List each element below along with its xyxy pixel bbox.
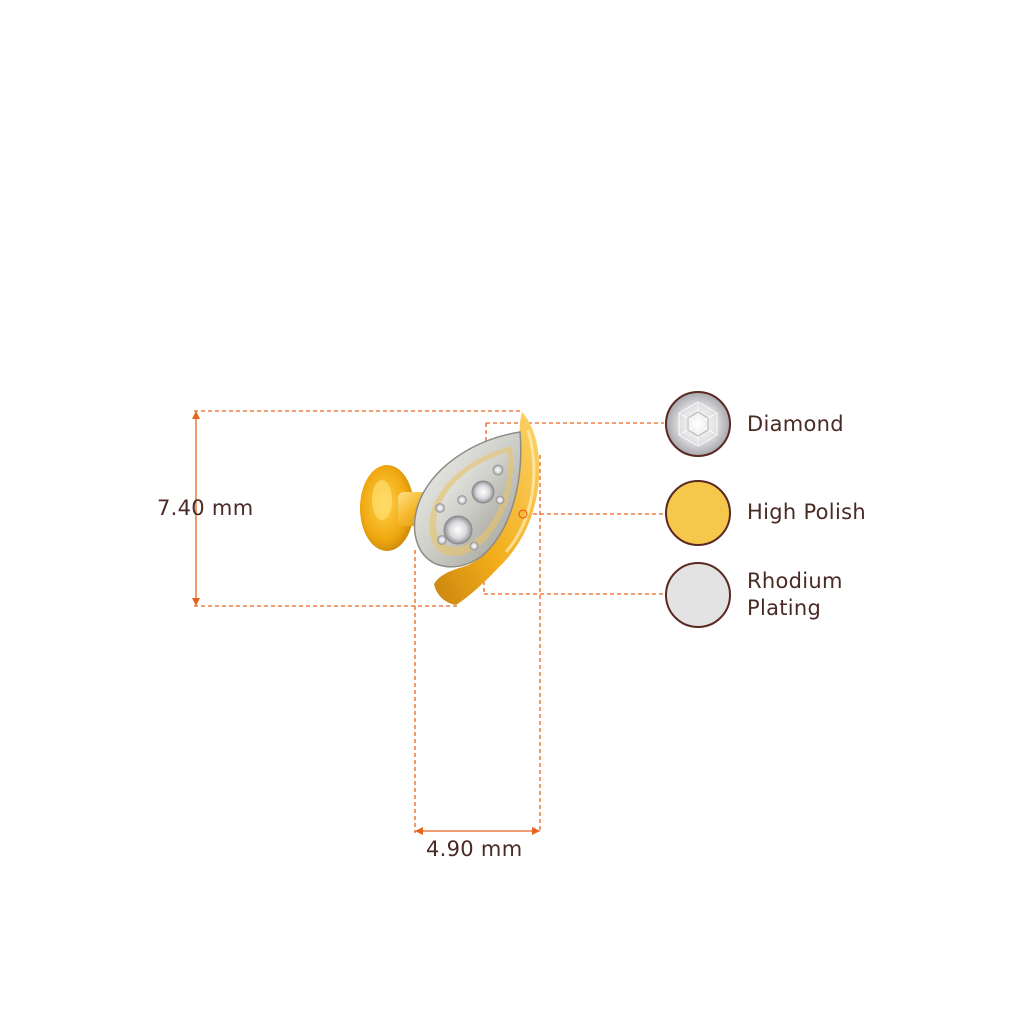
width-arrow-left [415, 827, 423, 835]
width-arrow-right [532, 827, 540, 835]
high-polish-swatch [665, 480, 731, 546]
dimension-arrowheads [192, 411, 540, 835]
legend-high-polish-label: High Polish [747, 500, 866, 524]
legend-swatches [665, 391, 731, 628]
legend-diamond-label: Diamond [747, 412, 844, 436]
earring-product [360, 412, 540, 605]
polish-leader-dot [518, 509, 528, 519]
rhodium-swatch [665, 562, 731, 628]
height-arrow-top [192, 411, 200, 419]
height-arrow-bottom [192, 598, 200, 606]
dimension-lines [194, 410, 664, 833]
diamond-swatch [665, 391, 731, 457]
earring-stones [435, 464, 505, 551]
height-dimension-label: 7.40 mm [157, 496, 254, 520]
width-dimension-label: 4.90 mm [426, 837, 523, 861]
legend-rhodium-label: Rhodium Plating [747, 569, 843, 620]
dimension-measure-lines [195, 411, 540, 832]
